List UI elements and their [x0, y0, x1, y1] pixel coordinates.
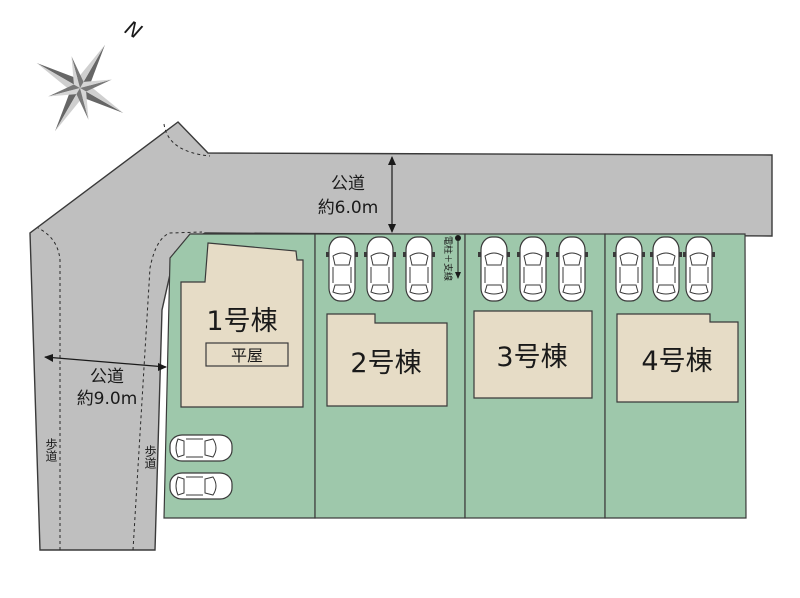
car-icon — [169, 472, 233, 500]
sidewalk-label-right: 歩道 — [143, 444, 157, 469]
pole-arrow-icon — [455, 272, 461, 279]
north-road-label: 公道 — [331, 174, 365, 194]
sidewalk-label-left: 歩道 — [44, 437, 58, 462]
dim-arrow-icon — [388, 156, 396, 165]
car-icon — [363, 236, 397, 302]
lot-1-name: 1号棟 — [206, 306, 277, 337]
car-icon — [516, 236, 550, 302]
car-icon — [555, 236, 589, 302]
car-icon — [169, 434, 233, 462]
west-road-width: 約9.0m — [77, 389, 138, 409]
utility-pole-icon — [455, 235, 461, 241]
car-icon — [325, 236, 359, 302]
sidewalk-line-left — [37, 123, 211, 550]
dim-arrow-icon — [158, 363, 167, 371]
car-icon — [649, 236, 683, 302]
north-road-width: 約6.0m — [318, 198, 379, 218]
lot-2-name: 2号棟 — [350, 348, 421, 379]
compass-north-label: N — [121, 16, 146, 44]
building-4 — [616, 313, 739, 403]
building-3 — [473, 310, 593, 399]
building-2 — [326, 313, 448, 407]
lot-1-note-box — [205, 342, 289, 367]
lot-4-name: 4号棟 — [641, 346, 712, 377]
lot-1-note: 平屋 — [231, 346, 263, 365]
pole-label: 電柱＋支線 — [442, 236, 454, 281]
car-icon — [612, 236, 646, 302]
dim-arrow-icon — [388, 224, 396, 233]
sidewalk-line-right — [132, 231, 203, 551]
compass-rose-icon — [36, 44, 124, 132]
car-icon — [477, 236, 511, 302]
dim-arrow-icon — [44, 354, 53, 362]
west-road-label: 公道 — [90, 367, 124, 387]
car-icon — [402, 236, 436, 302]
car-icon — [682, 236, 716, 302]
west-road-dimension — [44, 356, 167, 368]
lot-3-name: 3号棟 — [496, 342, 567, 373]
